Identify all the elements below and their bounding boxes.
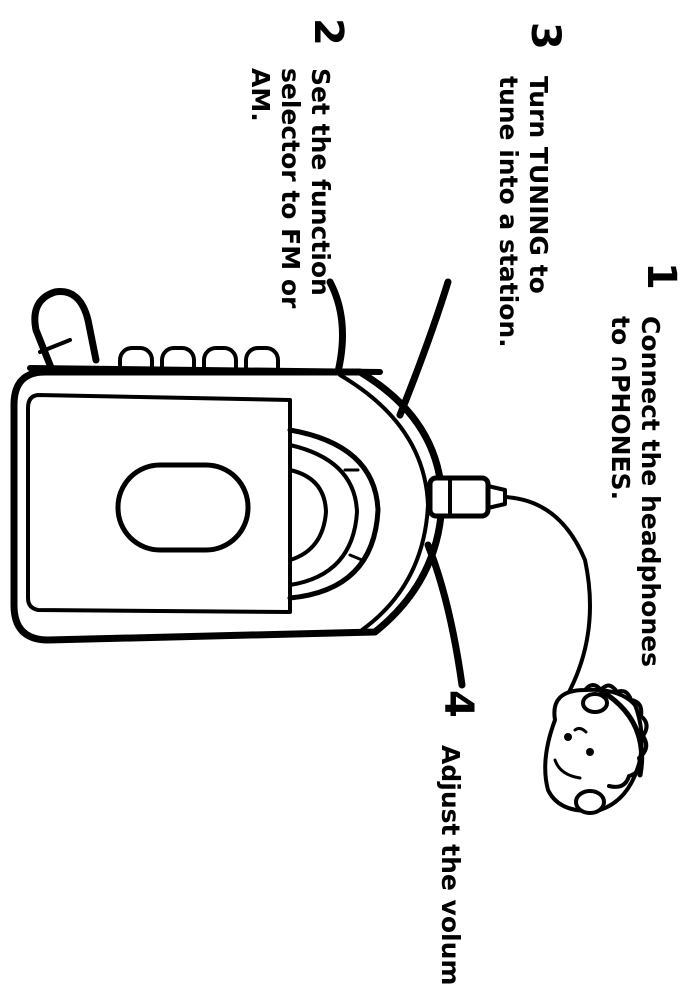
step-2-line-2: selector to FM or (276, 68, 305, 309)
step-1-number: 1 (638, 262, 681, 290)
tuning-dial (287, 427, 381, 601)
step-3-label: 3 Turn TUNING to tune into a station. (494, 22, 568, 348)
eye (564, 733, 572, 741)
step-2-line-3: AM. (246, 68, 275, 122)
leader-line-2 (326, 278, 346, 376)
person-with-headphones (543, 683, 649, 815)
step-4-label: 4 Adjust the volum (435, 690, 481, 985)
step-4-number: 4 (435, 690, 481, 718)
step-1-line-1: Connect the headphones (636, 316, 665, 667)
front-panel (26, 393, 292, 614)
speaker-grille (115, 462, 251, 553)
radio-illustration (10, 288, 592, 772)
leader-line-3 (396, 278, 452, 419)
mouth (553, 758, 582, 780)
eye (586, 748, 594, 756)
headphone-plug (427, 475, 507, 519)
step-3-line-1: Turn TUNING to (524, 76, 553, 294)
step-4-line-1: Adjust the volum (436, 745, 465, 985)
step-1-label: 1 Connect the headphones to ∩PHONES. (606, 262, 681, 667)
radio-body (10, 368, 446, 644)
step-2-label: 2 Set the function selector to FM or AM. (246, 18, 351, 309)
step-3-number: 3 (522, 22, 568, 50)
step-1-line-2: to ∩PHONES. (606, 316, 635, 500)
belt-clip (31, 288, 100, 374)
step-2-number: 2 (305, 18, 351, 46)
step-3-line-2: tune into a station. (494, 76, 523, 348)
leader-lines (326, 278, 466, 689)
leader-line-4 (424, 541, 466, 689)
step-2-line-1: Set the function (306, 68, 335, 296)
